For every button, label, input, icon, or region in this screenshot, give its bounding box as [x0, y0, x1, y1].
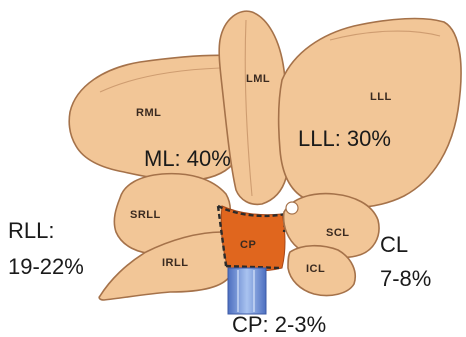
label-rml: RML [136, 107, 161, 119]
rll-name: RLL: [8, 218, 54, 243]
left-medial-lobe [219, 11, 288, 204]
ml-percentage: ML: 40% [144, 146, 231, 171]
label-lml: LML [246, 73, 270, 85]
cp-percentage: CP: 2-3% [232, 312, 326, 337]
label-lll: LLL [370, 91, 392, 103]
label-irll: IRLL [162, 257, 188, 269]
caudate-notch [286, 202, 298, 214]
rll-percentage: 19-22% [8, 254, 84, 279]
cl-name: CL [380, 232, 408, 257]
left-lateral-lobe [279, 19, 461, 208]
label-srll: SRLL [130, 209, 161, 221]
label-scl: SCL [326, 227, 350, 239]
label-icl: ICL [306, 263, 325, 275]
label-cp: CP [240, 239, 256, 251]
cl-percentage: 7-8% [380, 266, 431, 291]
vena-cava [228, 268, 266, 314]
lll-percentage: LLL: 30% [298, 126, 391, 151]
